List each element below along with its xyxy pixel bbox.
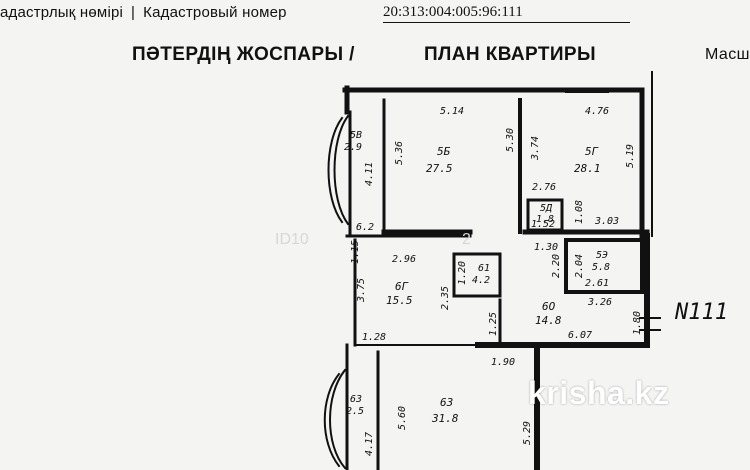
- room-id: 6О: [542, 300, 556, 313]
- room-area: 14.8: [535, 314, 562, 327]
- dim-label: 4.17: [364, 432, 375, 456]
- dim-label: 4.11: [364, 162, 375, 186]
- dim-label: 2.20: [551, 254, 562, 278]
- room-area: 4.2: [472, 275, 490, 286]
- dim-label: 1.20: [457, 261, 468, 285]
- title-scale: Масш: [705, 46, 750, 63]
- cadastral-label-kz: адастрлық нөмірі: [0, 4, 124, 21]
- room-area: 5.8: [592, 262, 610, 273]
- room-area: 15.5: [386, 294, 413, 307]
- dim-label: 1.30: [534, 242, 558, 253]
- dim-label: 2.61: [585, 278, 609, 289]
- watermark-id: ID10: [275, 231, 309, 248]
- bay-window-bottom: [329, 368, 347, 470]
- dim-label: 3.03: [594, 216, 619, 227]
- room-area: 27.5: [426, 162, 453, 175]
- room-area: 2.5: [346, 406, 364, 417]
- dim-label: 5.14: [440, 106, 464, 117]
- dim-label: 5.36: [394, 141, 405, 165]
- closet-5d: [526, 198, 564, 232]
- separator: |: [131, 4, 136, 21]
- room-id: 6З: [440, 396, 453, 409]
- dim-label: 5.29: [522, 421, 533, 445]
- room-area: 31.8: [431, 412, 459, 425]
- dim-label: 2.96: [392, 254, 416, 265]
- dim-label: 1.52: [531, 219, 555, 230]
- cadastral-label-ru: Кадастровый номер: [143, 4, 287, 21]
- room-id: 61: [478, 263, 490, 274]
- dim-label: 3.26: [587, 297, 612, 308]
- room-id: 5Э: [596, 250, 608, 261]
- title-ru: ПЛАН КВАРТИРЫ: [424, 44, 596, 65]
- dim-label: 1.90: [491, 357, 515, 368]
- room-id: 6Г: [395, 280, 409, 293]
- bay-window-top: [333, 114, 350, 226]
- title-kz: ПӘТЕРДІҢ ЖОСПАРЫ /: [132, 44, 355, 65]
- dim-label: 1.80: [632, 311, 643, 335]
- dim-label: 5.19: [625, 144, 636, 168]
- dim-label: 1.28: [362, 332, 386, 343]
- flat-number: N111: [675, 300, 728, 325]
- dim-label: 3.75: [356, 278, 367, 303]
- dim-label: 5.30: [505, 128, 516, 152]
- cadastral-number: 20:313:004:005:96:111: [383, 4, 630, 23]
- dim-label: 6.07: [568, 330, 592, 341]
- dim-label: 2.35: [440, 286, 451, 310]
- dim-label: 1.15: [350, 240, 361, 264]
- dim-label: 2.04: [574, 254, 585, 278]
- cadastral-label: адастрлық нөмірі | Кадастровый номер: [0, 4, 287, 21]
- dim-label: 2.76: [532, 182, 556, 193]
- room-id: 5Д: [540, 203, 553, 214]
- dim-label: 4.76: [585, 106, 609, 117]
- dim-label: 1.08: [574, 200, 585, 224]
- dim-label: 1.25: [488, 312, 499, 336]
- watermark-id-tail: 2: [462, 231, 471, 248]
- dim-label: 5.60: [397, 406, 408, 430]
- dim-label: 3.74: [530, 136, 541, 161]
- room-area: 28.1: [574, 162, 601, 175]
- room-id: 63: [350, 394, 362, 405]
- krisha-logo: krisha.kz: [528, 375, 670, 411]
- room-id: 5В: [350, 130, 362, 141]
- room-area: 1.8: [536, 214, 554, 225]
- room-5e-walls: [564, 238, 644, 294]
- room-id: 5Б: [437, 145, 451, 158]
- room-area: 2.9: [344, 142, 362, 153]
- dim-label: 6.2: [356, 222, 374, 233]
- room-id: 5Г: [585, 145, 599, 158]
- room-61-walls: [452, 252, 502, 298]
